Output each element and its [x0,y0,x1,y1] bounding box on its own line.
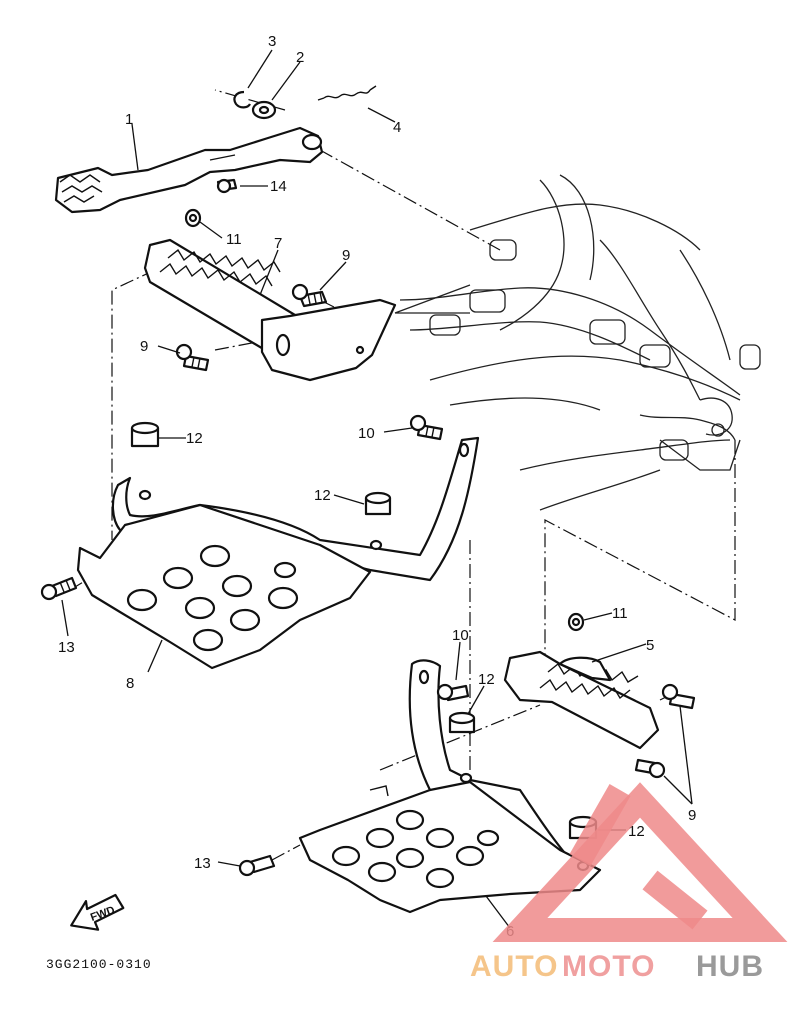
bolt-upper [291,283,328,308]
label-part-2: 2 [296,49,304,66]
circlip [233,90,251,109]
callout-leaders [61,49,693,929]
bolt-9-right-upper [661,683,696,710]
rubber-damper-upper-left [130,421,160,448]
label-part-9-middle: 9 [140,338,148,355]
bolt-13-left [40,576,78,601]
label-part-11-upper: 11 [226,231,242,248]
label-part-10-lower: 10 [452,627,469,644]
left-skid-guard [76,436,480,670]
nut-upper [184,208,202,228]
bolt-middle [175,343,210,372]
nut-lower [567,612,585,632]
label-part-13-right: 13 [194,855,211,872]
right-footrest [503,650,660,750]
bolt-10-upper [409,414,444,441]
label-part-12-a: 12 [186,430,203,447]
left-footrest-bracket [143,238,397,382]
watermark-text-auto: AUTO [470,950,558,983]
bolt-9-right-lower [634,758,666,779]
label-part-8: 8 [126,675,134,692]
label-part-7: 7 [274,235,282,252]
label-part-11-lower: 11 [612,605,628,622]
label-part-5: 5 [646,637,654,654]
pedal-bolt [216,178,238,194]
label-part-12-d: 12 [628,823,645,840]
watermark-text-moto: MOTO [562,950,655,983]
washer [251,100,277,120]
label-part-3: 3 [268,33,276,50]
label-part-14: 14 [270,178,287,195]
rubber-damper-upper-right [364,491,392,516]
brake-pedal [54,126,324,214]
label-part-9-right: 9 [688,807,696,824]
label-part-12-c: 12 [478,671,495,688]
label-part-12-b: 12 [314,487,331,504]
automotohub-watermark: AUTO MOTO HUB [470,782,788,983]
motorcycle-frame-outline [394,174,761,511]
return-spring [317,85,377,101]
callout-numbers: 3 2 4 1 14 11 7 9 9 12 10 12 13 8 11 5 1… [58,33,696,940]
watermark-text-hub: HUB [696,950,764,983]
rubber-damper-lower-left [448,711,476,734]
label-part-1: 1 [125,111,133,128]
drawing-code: 3GG2100-0310 [46,957,152,972]
label-part-13-left: 13 [58,639,75,656]
forward-direction-arrow: FWD [70,893,125,931]
label-part-4: 4 [393,119,401,136]
label-part-9-upper: 9 [342,247,350,264]
bolt-13-right [238,854,276,877]
label-part-10-upper: 10 [358,425,375,442]
bolt-10-lower [436,683,470,702]
